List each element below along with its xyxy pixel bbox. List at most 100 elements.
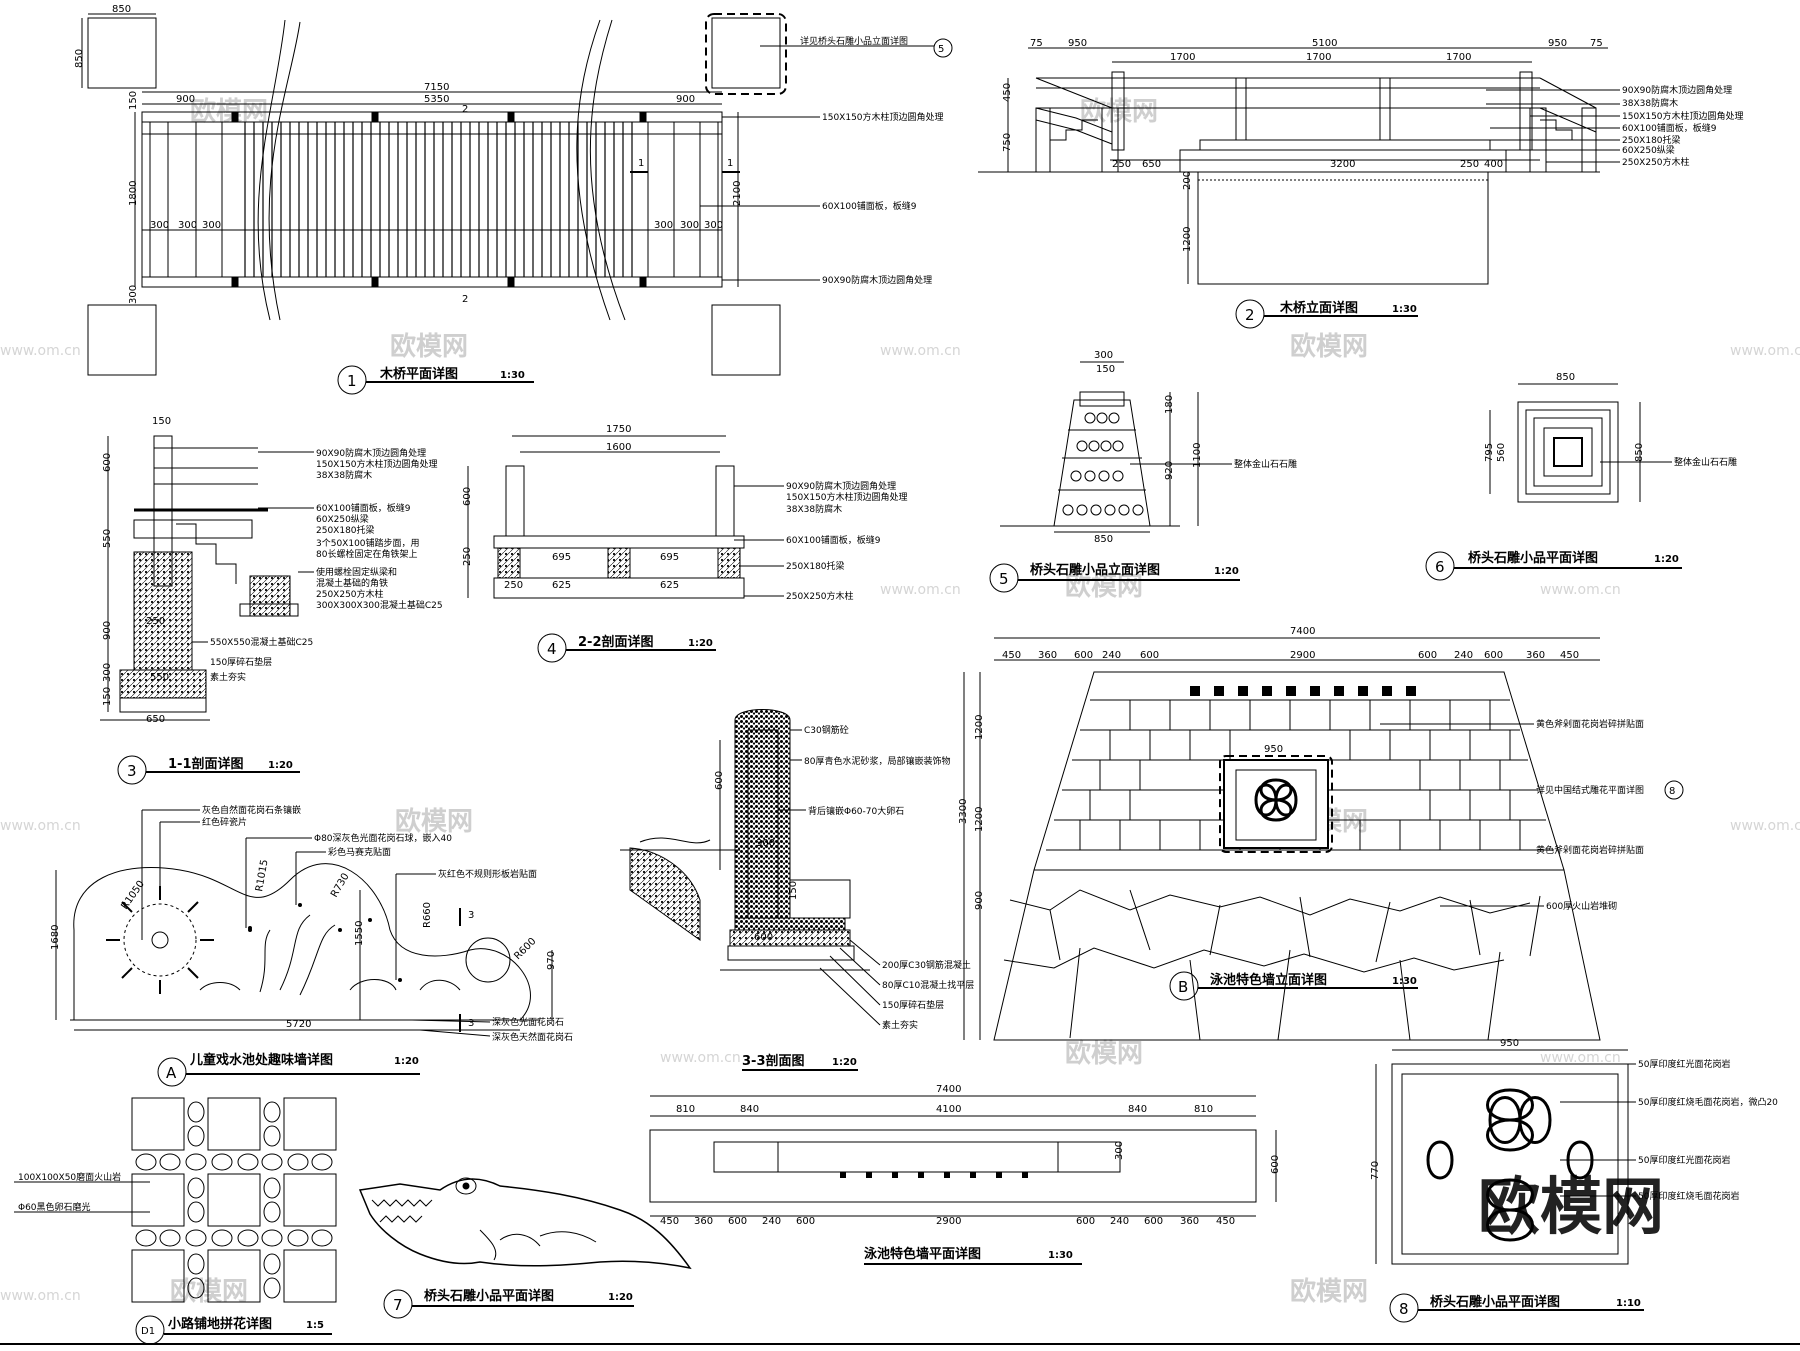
svg-text:90X90防腐木顶边圆角处理: 90X90防腐木顶边圆角处理 <box>822 274 932 286</box>
svg-text:850: 850 <box>1634 443 1645 462</box>
svg-text:欧模网: 欧模网 <box>1290 1276 1368 1307</box>
svg-text:75: 75 <box>1590 38 1603 49</box>
svg-text:4100: 4100 <box>936 1104 961 1115</box>
svg-text:550: 550 <box>102 529 113 548</box>
svg-text:250: 250 <box>504 580 523 591</box>
svg-text:黄色斧剁面花岗岩碎拼贴面: 黄色斧剁面花岗岩碎拼贴面 <box>1536 718 1644 730</box>
svg-text:90X90防腐木顶边圆角处理: 90X90防腐木顶边圆角处理 <box>786 480 896 492</box>
svg-text:300: 300 <box>704 220 723 231</box>
svg-text:R1015: R1015 <box>254 859 270 893</box>
svg-text:素土夯实: 素土夯实 <box>882 1019 918 1031</box>
svg-text:450: 450 <box>1002 650 1021 661</box>
svg-text:920: 920 <box>1164 461 1175 480</box>
svg-text:600: 600 <box>1144 1216 1163 1227</box>
svg-text:600厚火山岩堆砌: 600厚火山岩堆砌 <box>1546 900 1617 912</box>
title-2: 2 木桥立面详图 1:30 <box>1235 299 1418 329</box>
svg-text:250X180托梁: 250X180托梁 <box>1622 134 1681 146</box>
svg-text:560: 560 <box>1496 443 1507 462</box>
svg-text:900: 900 <box>176 94 195 105</box>
svg-text:3: 3 <box>127 762 137 780</box>
title-6: 6 桥头石雕小品平面详图 1:20 <box>1425 550 1682 581</box>
svg-text:2: 2 <box>462 104 468 115</box>
svg-text:250: 250 <box>1112 159 1131 170</box>
section-1-1-detail: 600 550 900 300 150 150 550 650 250 90X9… <box>100 416 443 725</box>
title-A: A 儿童戏水池处趣味墙详图 1:20 <box>157 1052 420 1087</box>
svg-text:1: 1 <box>638 158 644 169</box>
svg-text:桥头石雕小品平面详图: 桥头石雕小品平面详图 <box>1430 1294 1560 1310</box>
section-2-2-detail: 1750 1600 600 250 695 695 625 625 250 90… <box>462 424 908 602</box>
svg-text:www.om.cn: www.om.cn <box>880 343 961 359</box>
svg-text:www.om.cn: www.om.cn <box>1730 818 1800 834</box>
svg-text:400: 400 <box>1484 159 1503 170</box>
svg-text:1200: 1200 <box>974 715 985 740</box>
svg-text:600: 600 <box>1418 650 1437 661</box>
svg-text:150X150方木柱顶边圆角处理: 150X150方木柱顶边圆角处理 <box>822 111 944 123</box>
svg-text:250X250方木柱: 250X250方木柱 <box>1622 156 1690 168</box>
svg-text:38X38防腐木: 38X38防腐木 <box>1622 97 1678 109</box>
svg-text:300: 300 <box>654 220 673 231</box>
svg-text:1750: 1750 <box>606 424 631 435</box>
svg-text:550X550混凝土基础C25: 550X550混凝土基础C25 <box>210 636 313 648</box>
svg-text:8: 8 <box>1399 1300 1409 1318</box>
svg-text:素土夯实: 素土夯实 <box>210 671 246 683</box>
svg-text:1: 1 <box>347 372 357 390</box>
svg-text:360: 360 <box>1038 650 1057 661</box>
svg-text:38X38防腐木: 38X38防腐木 <box>786 503 842 515</box>
svg-text:810: 810 <box>676 1104 695 1115</box>
svg-text:250: 250 <box>1460 159 1479 170</box>
svg-text:灰色自然面花岗石条镶嵌: 灰色自然面花岗石条镶嵌 <box>202 804 301 816</box>
svg-text:桥头石雕小品平面详图: 桥头石雕小品平面详图 <box>424 1288 554 1304</box>
svg-text:695: 695 <box>660 552 679 563</box>
svg-text:150厚碎石垫层: 150厚碎石垫层 <box>210 656 272 668</box>
top-blocks <box>1190 686 1416 696</box>
svg-text:4: 4 <box>547 640 557 658</box>
svg-text:红色碎瓷片: 红色碎瓷片 <box>202 816 247 828</box>
svg-text:1:30: 1:30 <box>1048 1250 1073 1261</box>
svg-text:1550: 1550 <box>354 921 365 946</box>
pebble-ovals <box>135 1101 333 1299</box>
svg-text:200: 200 <box>1182 171 1193 190</box>
svg-text:3-3剖面图: 3-3剖面图 <box>742 1053 805 1069</box>
svg-text:2900: 2900 <box>1290 650 1315 661</box>
svg-text:R660: R660 <box>422 902 433 928</box>
svg-text:600: 600 <box>1076 1216 1095 1227</box>
svg-text:5350: 5350 <box>424 94 449 105</box>
svg-text:5100: 5100 <box>1312 38 1337 49</box>
kids-pool-wall-detail: 1680 5720 970 1550 R1050 R1015 R730 R660… <box>50 804 573 1043</box>
svg-text:600: 600 <box>754 932 773 943</box>
svg-text:600: 600 <box>102 453 113 472</box>
svg-text:欧模网: 欧模网 <box>395 806 473 837</box>
svg-text:300: 300 <box>150 220 169 231</box>
svg-text:770: 770 <box>1370 1161 1381 1180</box>
svg-text:1:30: 1:30 <box>1392 976 1417 987</box>
svg-text:60X100铺面板，板缝9: 60X100铺面板，板缝9 <box>822 200 917 212</box>
svg-text:900: 900 <box>676 94 695 105</box>
svg-text:5720: 5720 <box>286 1019 311 1030</box>
svg-text:1:20: 1:20 <box>832 1057 857 1068</box>
svg-text:5: 5 <box>938 44 944 55</box>
svg-text:彩色马赛克贴面: 彩色马赛克贴面 <box>328 846 391 858</box>
title-wall-plan: 泳池特色墙平面详图 1:30 <box>864 1246 1082 1265</box>
svg-text:桥头石雕小品立面详图: 桥头石雕小品立面详图 <box>1030 562 1160 578</box>
svg-text:1:20: 1:20 <box>688 638 713 649</box>
svg-text:欧模网: 欧模网 <box>1290 331 1368 362</box>
svg-text:B: B <box>1178 978 1188 996</box>
svg-text:250: 250 <box>462 547 473 566</box>
svg-text:60X250纵梁: 60X250纵梁 <box>1622 144 1675 156</box>
svg-text:www.om.cn: www.om.cn <box>0 818 81 834</box>
title-D1: D1 小路铺地拼花详图 1:5 <box>135 1315 332 1345</box>
svg-text:150X150方木柱顶边圆角处理: 150X150方木柱顶边圆角处理 <box>1622 110 1744 122</box>
svg-text:Φ80深灰色光面花岗石球，嵌入40: Φ80深灰色光面花岗石球，嵌入40 <box>314 832 452 844</box>
svg-text:840: 840 <box>740 1104 759 1115</box>
svg-text:使用螺栓固定纵梁和: 使用螺栓固定纵梁和 <box>316 566 397 578</box>
svg-text:C30钢筋砼: C30钢筋砼 <box>804 724 849 736</box>
svg-text:810: 810 <box>1194 1104 1213 1115</box>
svg-text:1:30: 1:30 <box>1392 304 1417 315</box>
svg-text:1700: 1700 <box>1306 52 1331 63</box>
svg-text:450: 450 <box>1002 83 1013 102</box>
svg-text:50厚印度红烧毛面花岗岩，微凸20: 50厚印度红烧毛面花岗岩，微凸20 <box>1638 1096 1778 1108</box>
svg-text:600: 600 <box>728 1216 747 1227</box>
svg-text:木桥平面详图: 木桥平面详图 <box>379 366 458 382</box>
title-3: 3 1-1剖面详图 1:20 <box>117 755 300 785</box>
svg-text:600: 600 <box>462 487 473 506</box>
